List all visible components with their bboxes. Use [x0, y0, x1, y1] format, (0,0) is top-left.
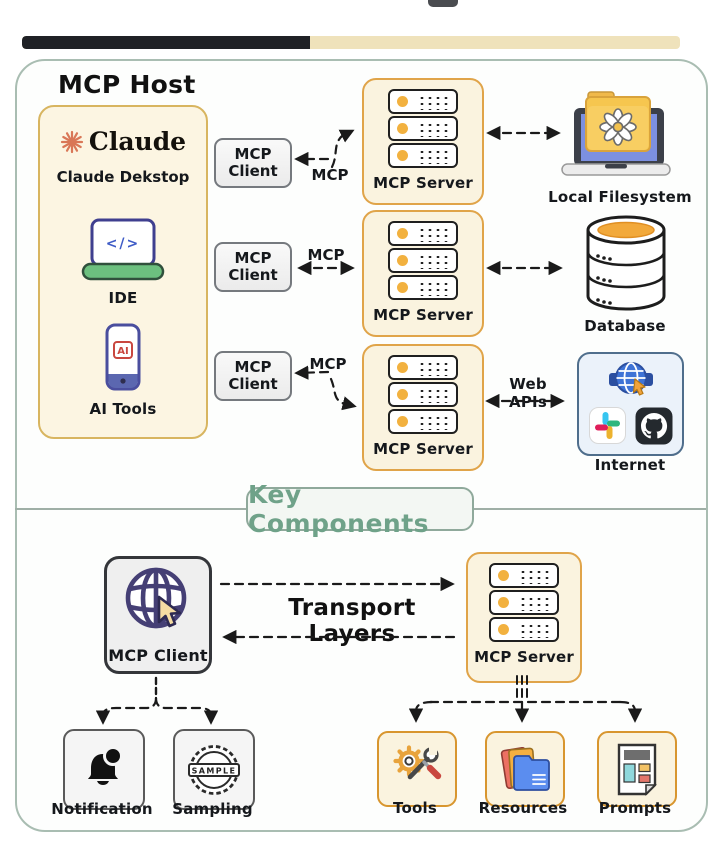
mcp-link-label-3: MCP	[309, 355, 347, 373]
tools-box	[377, 731, 457, 807]
mcp-server-2: MCP Server	[362, 210, 484, 337]
progress-bar-fill	[22, 36, 310, 49]
server-unit	[388, 143, 458, 168]
local-filesystem-icon	[561, 91, 671, 176]
kc-mcp-client-label: MCP Client	[108, 646, 208, 665]
web-apis-label: Web APIs	[509, 375, 547, 411]
mcp-server-3: MCP Server	[362, 344, 484, 471]
server-unit	[388, 355, 458, 380]
github-icon	[635, 407, 672, 445]
slack-icon	[588, 407, 626, 444]
prompts-box	[597, 731, 677, 807]
mcp-server-label: MCP Server	[373, 174, 473, 192]
web-globe-icon	[608, 362, 653, 396]
internet-box	[577, 352, 684, 456]
tools-icon	[393, 745, 442, 780]
sampling-label: Sampling	[172, 800, 253, 818]
server-unit	[388, 248, 458, 273]
kc-mcp-server-label: MCP Server	[474, 648, 574, 666]
notification-box	[63, 729, 145, 810]
internet-label: Internet	[594, 456, 666, 474]
prompts-label: Prompts	[598, 799, 672, 817]
claude-logo: Claude	[60, 127, 186, 156]
claude-starburst-icon	[60, 130, 84, 153]
svg-text:</>: </>	[106, 236, 141, 252]
ide-label: IDE	[108, 289, 138, 307]
prompts-document-icon	[617, 743, 657, 796]
progress-bar	[22, 36, 680, 49]
sample-stamp-icon: SAMPLE	[188, 744, 240, 795]
server-led	[397, 96, 408, 107]
mcp-client-3: MCP Client	[214, 351, 292, 401]
mcp-client-1: MCP Client	[214, 138, 292, 188]
page-title: MCP Host	[58, 70, 196, 99]
database-icon	[586, 215, 666, 311]
server-dots	[417, 93, 449, 110]
top-smudge	[428, 0, 458, 7]
resources-box	[485, 731, 565, 807]
kc-mcp-client-box: MCP Client	[104, 556, 212, 674]
ai-tools-label: AI Tools	[89, 400, 157, 418]
server-unit	[388, 275, 458, 300]
notification-label: Notification	[51, 800, 153, 818]
mcp-link-label-2: MCP	[307, 246, 345, 264]
ide-icon: </>	[81, 218, 165, 281]
server-unit	[489, 617, 559, 642]
mcp-client-2: MCP Client	[214, 242, 292, 292]
resources-label: Resources	[478, 799, 568, 817]
notification-bell-icon	[88, 745, 123, 785]
claude-wordmark: Claude	[88, 127, 187, 156]
mcp-link-label-1: MCP	[311, 166, 349, 184]
kc-mcp-server-box: MCP Server	[466, 552, 582, 683]
mcp-server-label: MCP Server	[373, 306, 473, 324]
server-unit	[489, 563, 559, 588]
resources-folders-icon	[500, 746, 550, 791]
mcp-server-label: MCP Server	[373, 440, 473, 458]
svg-text:AI: AI	[117, 346, 128, 357]
claude-desktop-label: Claude Dekstop	[56, 168, 190, 186]
client-globe-cursor-icon	[125, 567, 187, 629]
transport-layers-label: Transport Layers	[288, 595, 416, 647]
sampling-box: SAMPLE	[173, 729, 255, 810]
ai-tools-icon: AI	[105, 323, 141, 391]
server-unit	[489, 590, 559, 615]
server-unit	[388, 221, 458, 246]
database-label: Database	[584, 317, 666, 335]
local-filesystem-label: Local Filesystem	[548, 188, 692, 206]
mcp-server-1: MCP Server	[362, 78, 484, 205]
server-unit	[388, 116, 458, 141]
mcp-host-panel: Claude Claude Dekstop </> IDE AI AI Tool…	[38, 105, 208, 439]
server-unit	[388, 89, 458, 114]
server-unit	[388, 382, 458, 407]
tools-label: Tools	[393, 799, 437, 817]
server-unit	[388, 409, 458, 434]
key-components-badge: Key Components	[246, 480, 474, 538]
svg-text:SAMPLE: SAMPLE	[192, 766, 237, 775]
